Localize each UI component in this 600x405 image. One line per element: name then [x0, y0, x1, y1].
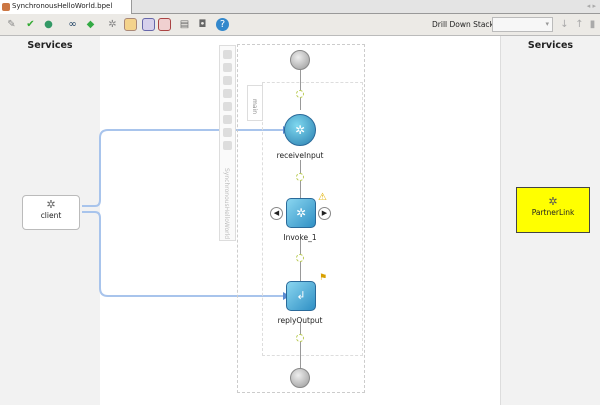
camera-icon[interactable]: ◘: [198, 19, 207, 30]
drill-down-label: Drill Down Stack:: [432, 20, 497, 29]
properties-icon[interactable]: [223, 141, 232, 150]
print-icon[interactable]: ▤: [179, 19, 190, 30]
panel-icon[interactable]: [142, 18, 155, 31]
drop-zone[interactable]: [296, 90, 304, 98]
gear-icon[interactable]: ✲: [108, 19, 117, 30]
warning-icon: ⚠: [318, 192, 327, 203]
right-panel-title: Services: [527, 40, 574, 51]
binoculars-icon[interactable]: ∞: [68, 19, 77, 30]
compensation-icon[interactable]: [223, 128, 232, 137]
tab-title: SynchronousHelloWorld.bpel: [12, 2, 113, 10]
drill-down-select[interactable]: ▾: [492, 17, 553, 32]
gear-icon: ✲: [46, 198, 56, 211]
main-scope-label[interactable]: main: [247, 85, 263, 121]
deploy-icon[interactable]: ◆: [86, 19, 95, 30]
drop-zone[interactable]: [296, 173, 304, 181]
receive-label: receiveInput: [276, 151, 324, 160]
partnerlink-label: PartnerLink: [531, 208, 575, 217]
invoke-label: Invoke_1: [283, 233, 317, 242]
drill-down-icon[interactable]: ↓: [560, 19, 569, 30]
help-icon[interactable]: ?: [216, 18, 229, 31]
client-partner-link[interactable]: ✲ client: [22, 195, 80, 230]
gear-icon: ✲: [548, 195, 558, 208]
refresh-icon[interactable]: ●: [44, 19, 53, 30]
left-arrow-icon[interactable]: ◀: [270, 207, 283, 220]
receive-wire: [82, 129, 283, 207]
process-scope: [237, 44, 365, 393]
pdf-icon[interactable]: [158, 18, 171, 31]
gear-icon: ✲: [294, 123, 306, 137]
reply-label: replyOutput: [277, 316, 323, 325]
handler-icon[interactable]: [223, 102, 232, 111]
tab-scroll-arrows[interactable]: ◂ ▸: [586, 2, 596, 10]
process-name-label: SynchronousHelloWorld: [223, 168, 230, 240]
book-icon[interactable]: [124, 18, 137, 31]
wrench-icon[interactable]: ✎: [7, 19, 16, 30]
flag-icon: ⚑: [319, 273, 328, 283]
flow-line: [300, 322, 301, 368]
event-icon[interactable]: [223, 115, 232, 124]
client-label: client: [40, 211, 62, 220]
variables-icon[interactable]: [223, 63, 232, 72]
main-sequence: [262, 82, 363, 356]
process-side-toolbar: SynchronousHelloWorld: [219, 45, 236, 241]
tab-bpel-file[interactable]: SynchronousHelloWorld.bpel: [0, 0, 132, 14]
drop-zone[interactable]: [296, 334, 304, 342]
collapse-icon[interactable]: [223, 50, 232, 59]
trash-icon[interactable]: ▮: [589, 19, 596, 30]
chevron-down-icon: ▾: [545, 20, 549, 28]
start-node[interactable]: [290, 50, 310, 70]
right-arrow-icon[interactable]: ▶: [318, 207, 331, 220]
end-node[interactable]: [290, 368, 310, 388]
reply-wire: [82, 211, 283, 297]
main-label: main: [251, 99, 258, 114]
clock-icon[interactable]: [223, 76, 232, 85]
reply-activity[interactable]: ↲: [286, 281, 316, 311]
drill-up-icon[interactable]: ↑: [575, 19, 584, 30]
toolbar: ✎ ✔ ● ∞ ◆ ✲ ▤ ◘ ? Drill Down Stack: ▾ ↓ …: [0, 14, 600, 36]
validate-check-icon[interactable]: ✔: [26, 19, 35, 30]
correlation-icon[interactable]: [223, 89, 232, 98]
left-panel-title: Services: [27, 40, 73, 51]
invoke-activity[interactable]: ✲: [286, 198, 316, 228]
editor-tab-bar: SynchronousHelloWorld.bpel ◂ ▸: [0, 0, 600, 14]
bpel-file-icon: [2, 3, 10, 11]
partnerlink-box[interactable]: ✲ PartnerLink: [516, 187, 590, 233]
drop-zone[interactable]: [296, 254, 304, 262]
receive-activity[interactable]: ✲: [284, 114, 316, 146]
